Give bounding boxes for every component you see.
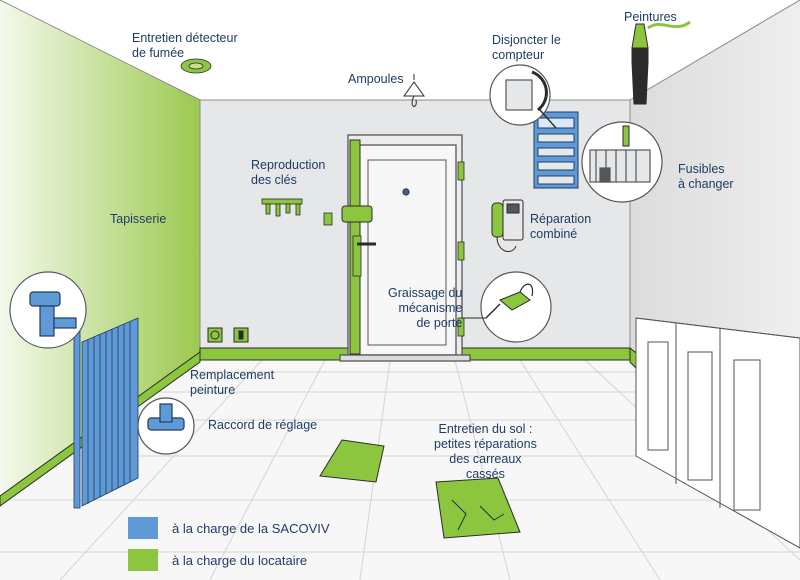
legend-item-locataire: à la charge du locataire (128, 549, 307, 571)
label-ampoules: Ampoules (348, 72, 404, 86)
ceiling-lamp (403, 74, 425, 107)
legend-item-sacoviv: à la charge de la SACOVIV (128, 517, 330, 539)
wall-sockets (207, 327, 249, 343)
door-switch (323, 212, 333, 226)
door (339, 134, 471, 362)
left-wall (0, 0, 200, 500)
floor-patch-1 (319, 439, 385, 483)
legend-label-sacoviv: à la charge de la SACOVIV (172, 520, 330, 536)
radiator (73, 317, 139, 509)
label-peintures: Peintures (624, 10, 677, 24)
room-edges (0, 0, 800, 360)
floor (0, 360, 800, 580)
green-swatch-icon (128, 549, 158, 571)
breaker-callout (489, 64, 557, 129)
label-raccord: Raccord de réglage (208, 418, 318, 432)
valve-callout-bottom (137, 397, 195, 455)
cabinet (635, 317, 800, 549)
fuse-callout (581, 121, 663, 203)
label-tapisserie: Tapisserie (110, 212, 167, 226)
blue-swatch-icon (128, 517, 158, 539)
smoke-detector (180, 58, 212, 74)
ceiling (0, 0, 800, 100)
valve-callout-top (9, 271, 87, 349)
electric-panel (533, 111, 579, 189)
legend-label-locataire: à la charge du locataire (172, 552, 308, 568)
grease-callout (462, 271, 552, 343)
key-rack (261, 198, 303, 217)
intercom (491, 199, 524, 252)
floor-patch-2 (435, 477, 521, 539)
paint-brush (631, 20, 691, 105)
